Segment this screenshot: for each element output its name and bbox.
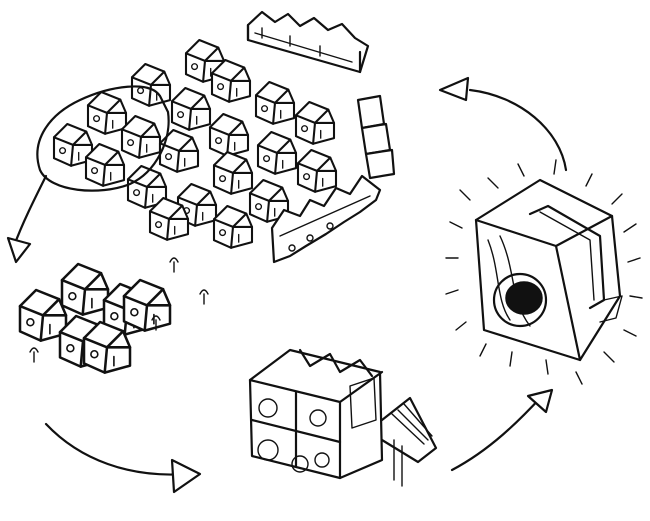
house bbox=[170, 86, 212, 131]
house bbox=[256, 130, 298, 175]
house bbox=[126, 164, 168, 209]
figure-mark bbox=[199, 289, 209, 305]
stepped-building bbox=[270, 174, 382, 264]
row-building-top bbox=[246, 10, 370, 74]
house bbox=[248, 178, 290, 223]
arrow-village-to-cluster bbox=[6, 174, 48, 264]
house bbox=[208, 112, 250, 157]
house bbox=[60, 262, 110, 316]
house bbox=[130, 62, 172, 107]
house bbox=[18, 288, 68, 342]
compact-block bbox=[445, 159, 643, 385]
house bbox=[158, 128, 200, 173]
house bbox=[296, 148, 338, 193]
cluster-group bbox=[18, 257, 209, 374]
house bbox=[82, 320, 132, 374]
tower-blocks bbox=[356, 94, 396, 180]
arrow-cluster-to-stacked bbox=[44, 422, 202, 494]
figure-mark bbox=[169, 257, 179, 273]
arrow-stacked-to-block bbox=[450, 388, 554, 472]
arrow-block-to-village bbox=[438, 76, 568, 172]
house bbox=[212, 150, 254, 195]
figure-mark bbox=[29, 347, 39, 363]
house bbox=[86, 90, 128, 135]
figure-mark bbox=[151, 315, 161, 331]
house bbox=[254, 80, 296, 125]
house bbox=[84, 142, 126, 187]
house bbox=[212, 204, 254, 249]
house bbox=[122, 278, 172, 332]
selection-ellipse bbox=[36, 85, 170, 192]
house bbox=[294, 100, 336, 145]
house bbox=[120, 114, 162, 159]
stacked-unit bbox=[248, 348, 438, 487]
glow-lines bbox=[445, 159, 643, 385]
village-group bbox=[52, 38, 338, 249]
house bbox=[210, 58, 252, 103]
house bbox=[148, 196, 190, 241]
